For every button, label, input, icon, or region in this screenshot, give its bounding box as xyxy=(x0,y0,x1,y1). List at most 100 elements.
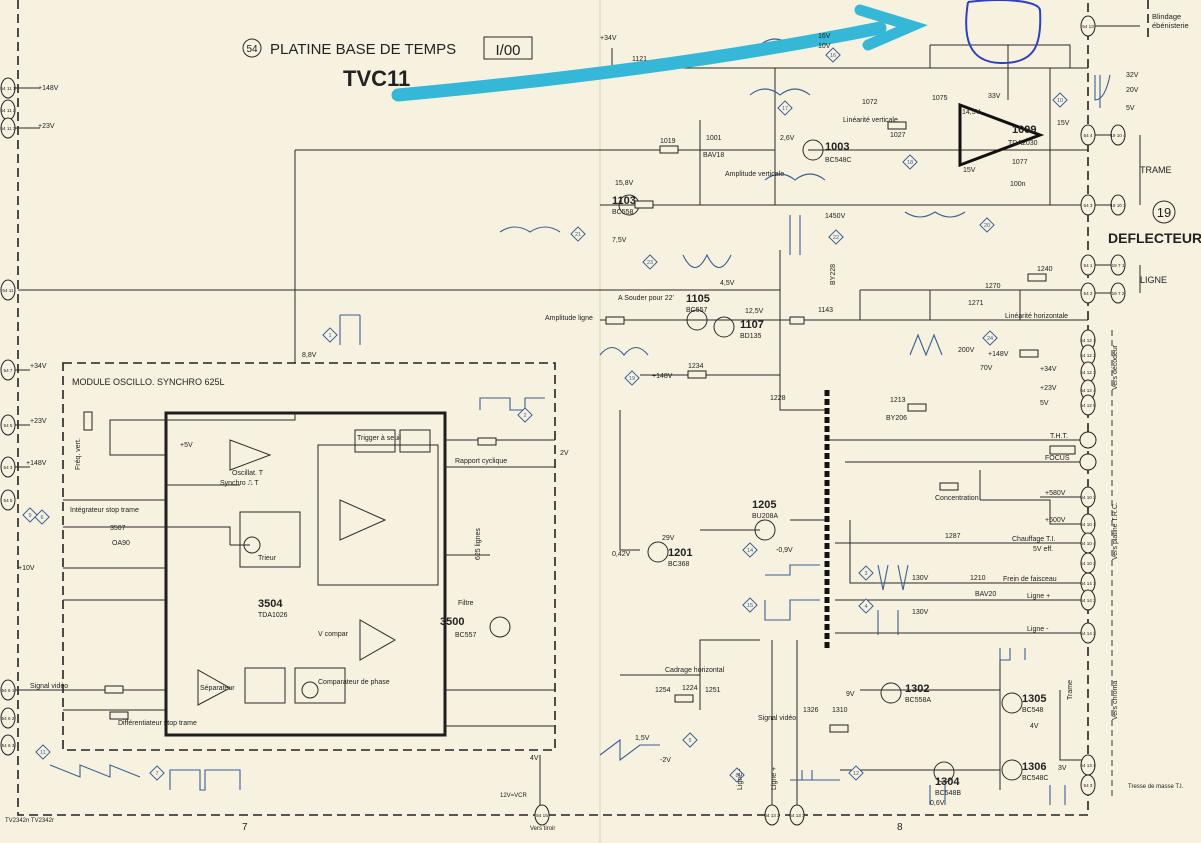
connector-oval xyxy=(534,804,550,826)
trieur-block xyxy=(239,511,301,568)
resistors xyxy=(83,63,1076,733)
title-number-circle xyxy=(242,38,262,58)
test-point-number: 24 xyxy=(987,336,993,342)
connector-pin: 54 11 1 xyxy=(0,77,16,99)
deflecteur-label: DEFLECTEUR xyxy=(1108,230,1201,246)
component-label: 1270 xyxy=(985,283,1001,290)
component-label: 100n xyxy=(1010,181,1026,188)
component-label: 4V xyxy=(530,755,539,762)
test-point: 1 xyxy=(322,327,338,343)
connector-oval xyxy=(1080,774,1096,796)
connector-code: 54 12 1 xyxy=(1080,338,1096,343)
test-point-number: 17 xyxy=(782,106,788,112)
test-point-number: 12 xyxy=(853,771,859,777)
component-label: 1326 xyxy=(803,707,819,714)
ic-3504-body xyxy=(164,411,447,737)
component-label: 3500 xyxy=(440,616,464,628)
component-label: 1251 xyxy=(705,687,721,694)
connector-pin: 54 5 xyxy=(0,489,16,511)
connector-oval xyxy=(1080,622,1096,644)
component-label: BAV20 xyxy=(975,591,996,598)
test-point-number: 9 xyxy=(28,513,31,519)
page-number-left: 7 xyxy=(242,822,248,833)
connector-code: 54 4 xyxy=(1084,133,1093,138)
component-label: BC558A xyxy=(905,697,931,704)
component-label: T.H.T. xyxy=(1050,433,1068,440)
component-label: 9V xyxy=(846,691,855,698)
connector-code: 54 13 2 xyxy=(764,813,780,818)
connector-pin: 54 3 xyxy=(0,456,16,478)
component-label: 0,6V xyxy=(930,800,945,807)
component-label: BC558 xyxy=(612,209,634,216)
component-label: +148V xyxy=(26,460,47,467)
test-point: 16 xyxy=(825,47,841,63)
highlight-arrowhead xyxy=(854,4,928,51)
group-vers-platine-trc: Vers platine T.R.C. xyxy=(1112,502,1119,560)
component-label: 14,5V xyxy=(962,109,981,116)
deflecteur-number: 19 xyxy=(1157,205,1171,220)
buffer-block xyxy=(399,429,431,453)
component-label: 16V xyxy=(818,33,831,40)
component-label: 15,8V xyxy=(615,180,634,187)
component-label: 33V xyxy=(988,93,1001,100)
component-label: 1287 xyxy=(945,533,961,540)
connector-code: 54 5 xyxy=(4,423,13,428)
component-label: 1254 xyxy=(655,687,671,694)
connector-pin: 54 13 1 xyxy=(1080,754,1096,776)
connector-code: 54 11 3 xyxy=(1,126,16,131)
test-point-number: 20 xyxy=(984,223,990,229)
connector-oval xyxy=(1080,282,1096,304)
connector-pin: 54 6 1 xyxy=(0,679,16,701)
connector-code: 19 7 1 xyxy=(1112,263,1125,268)
module-title: MODULE OSCILLO. SYNCHRO 625L xyxy=(72,377,225,387)
title-number: 54 xyxy=(246,44,258,55)
connector-code: 54 12 4 xyxy=(1080,388,1096,393)
blindage-label: Blindage ébénisterie xyxy=(1152,12,1189,30)
connector-oval xyxy=(0,77,16,99)
connector-oval xyxy=(1110,124,1126,146)
connector-code: 54 13 1 xyxy=(1080,763,1096,768)
connector-pin: 54 13 xyxy=(1080,15,1096,37)
connector-pin: 54 11 xyxy=(0,279,16,301)
highlight-stroke xyxy=(391,21,887,102)
connector-pin: 54 10 2 xyxy=(1080,486,1096,508)
test-point-number: 2 xyxy=(523,413,526,419)
phase-comparator-block xyxy=(294,667,346,704)
connector-oval xyxy=(0,489,16,511)
component-label: 8,8V xyxy=(302,352,317,359)
test-point-number: 22 xyxy=(833,235,839,241)
test-point: 14 xyxy=(742,542,758,558)
component-label: 15V xyxy=(963,167,976,174)
test-point-diamond xyxy=(35,744,51,760)
component-label: 1228 xyxy=(770,395,786,402)
component-label: 130V xyxy=(912,575,929,582)
oscillator-l-block xyxy=(317,444,439,586)
component-label: 1305 xyxy=(1022,693,1046,705)
trame-label: TRAME xyxy=(1140,165,1172,175)
ligne-label: LIGNE xyxy=(1140,275,1167,285)
connector-pin: 54 11 3 xyxy=(0,117,16,139)
test-point-diamond xyxy=(848,765,864,781)
component-label: BC548C xyxy=(1022,775,1048,782)
test-point: 7 xyxy=(149,765,165,781)
connector-oval xyxy=(1080,254,1096,276)
connector-code: 54 11 1 xyxy=(1,86,16,91)
board-outline xyxy=(17,0,1089,816)
component-label: 5V xyxy=(1040,400,1049,407)
component-label: 1234 xyxy=(688,363,704,370)
component-label: Différentiateur stop trame xyxy=(118,720,197,727)
component-label: Intégrateur stop trame xyxy=(70,507,139,514)
connector-oval xyxy=(0,679,16,701)
connector-code: 54 3 xyxy=(4,465,13,470)
test-point-diamond xyxy=(642,254,658,270)
component-label: FOCUS xyxy=(1045,455,1070,462)
connector-pin: 19 10 4 xyxy=(1110,124,1126,146)
test-point-diamond xyxy=(22,507,38,523)
connector-pin: 54 10 4 xyxy=(1080,532,1096,554)
component-label: 1306 xyxy=(1022,761,1046,773)
component-label: V compar xyxy=(318,631,349,638)
test-point-diamond xyxy=(322,327,338,343)
connector-code: 54 2 xyxy=(1084,291,1093,296)
component-label: BC548C xyxy=(825,157,851,164)
connector-code: 54 1 xyxy=(1084,263,1093,268)
